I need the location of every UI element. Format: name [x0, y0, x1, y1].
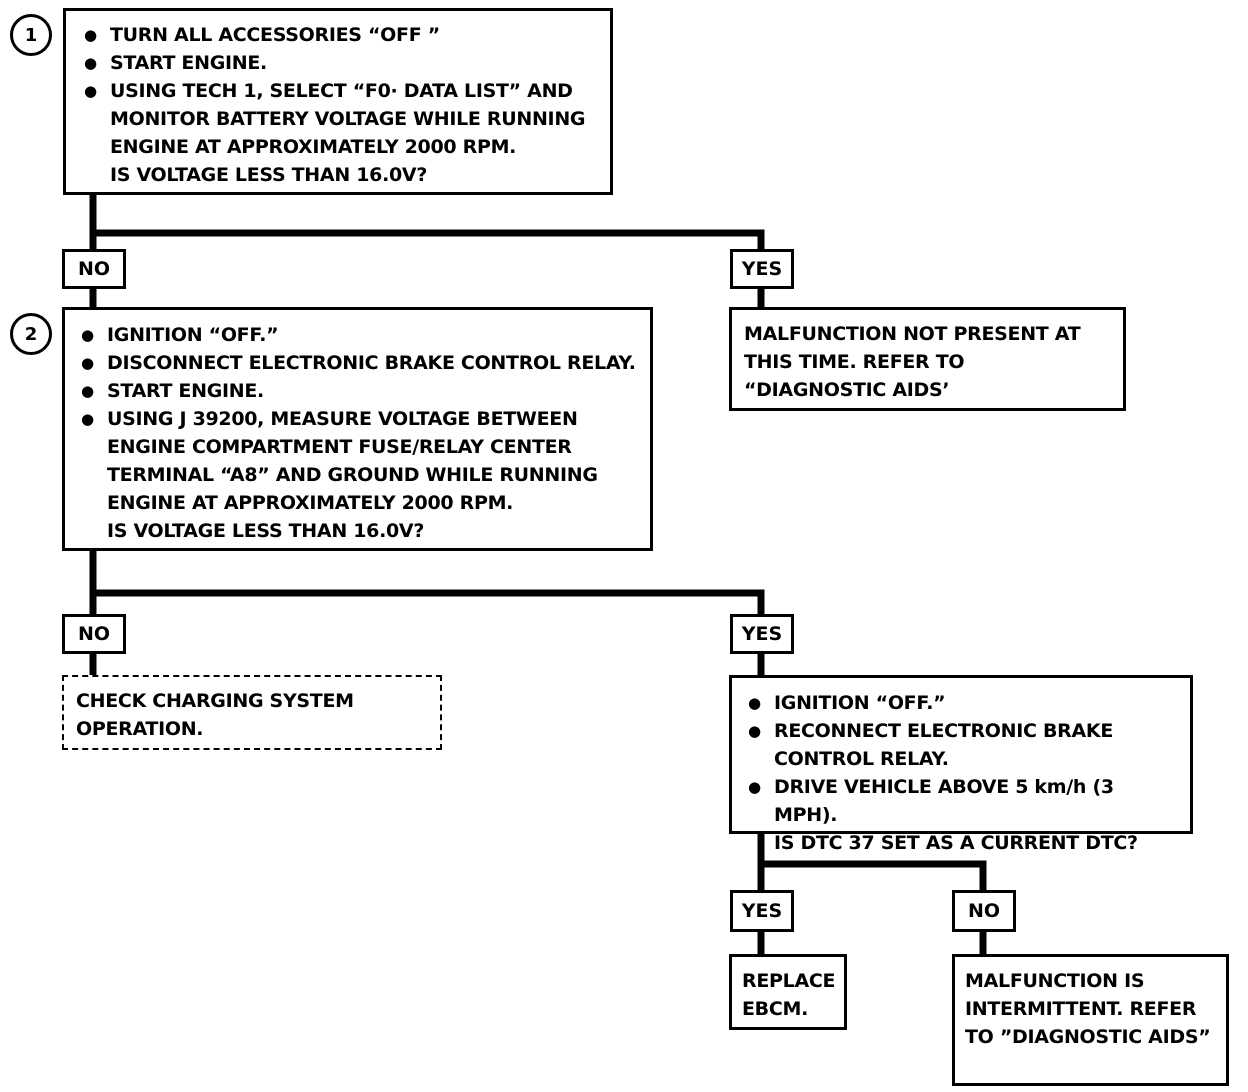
yes-label-2: YES: [730, 614, 794, 654]
step-3-bullet: DRIVE VEHICLE ABOVE 5 km/h (3 MPH).: [742, 773, 1180, 829]
step-1-bullet: START ENGINE.: [78, 49, 598, 77]
result-check-charging: CHECK CHARGING SYSTEM OPERATION.: [62, 675, 442, 750]
step-2-bullet: USING J 39200, MEASURE VOLTAGE BETWEEN E…: [75, 405, 640, 517]
step-number-2: 2: [10, 313, 52, 355]
result-replace-ebcm-text: REPLACE EBCM.: [742, 970, 836, 1020]
result-not-present: MALFUNCTION NOT PRESENT AT THIS TIME. RE…: [729, 307, 1126, 411]
result-intermittent-text: MALFUNCTION IS INTERMITTENT. REFER TO ”D…: [965, 970, 1211, 1048]
step-1-bullet: TURN ALL ACCESSORIES “OFF ”: [78, 21, 598, 49]
step-1-box: TURN ALL ACCESSORIES “OFF ” START ENGINE…: [63, 8, 613, 195]
step-3-box: IGNITION “OFF.” RECONNECT ELECTRONIC BRA…: [729, 675, 1193, 854]
result-intermittent: MALFUNCTION IS INTERMITTENT. REFER TO ”D…: [952, 954, 1229, 1086]
step-3-bullet: RECONNECT ELECTRONIC BRAKE CONTROL RELAY…: [742, 717, 1180, 773]
step-2-box: IGNITION “OFF.” DISCONNECT ELECTRONIC BR…: [62, 307, 653, 551]
step-number-1: 1: [10, 14, 52, 56]
step-3-bullet: IGNITION “OFF.”: [742, 689, 1180, 717]
no-label-2: NO: [62, 614, 126, 654]
step-1-question: IS VOLTAGE LESS THAN 16.0V?: [110, 164, 428, 186]
step-2-question: IS VOLTAGE LESS THAN 16.0V?: [107, 520, 425, 542]
step-2-bullet: DISCONNECT ELECTRONIC BRAKE CONTROL RELA…: [75, 349, 640, 377]
step-3-question: IS DTC 37 SET AS A CURRENT DTC?: [774, 832, 1138, 854]
no-label-1: NO: [62, 249, 126, 289]
connector-step3-branches: [757, 829, 987, 896]
yes-label-3: YES: [730, 890, 794, 932]
step-2-bullet: IGNITION “OFF.”: [75, 321, 640, 349]
step-1-bullet: USING TECH 1, SELECT “F0· DATA LIST” AND…: [78, 77, 598, 161]
connector-step2-branches: [89, 546, 765, 619]
step-2-bullet: START ENGINE.: [75, 377, 640, 405]
result-check-charging-text: CHECK CHARGING SYSTEM OPERATION.: [76, 690, 354, 740]
connector-step1-branches: [89, 190, 765, 254]
yes-label-1: YES: [730, 249, 794, 289]
result-replace-ebcm: REPLACE EBCM.: [729, 954, 847, 1030]
result-not-present-text: MALFUNCTION NOT PRESENT AT THIS TIME. RE…: [744, 323, 1081, 401]
no-label-3: NO: [952, 890, 1016, 932]
